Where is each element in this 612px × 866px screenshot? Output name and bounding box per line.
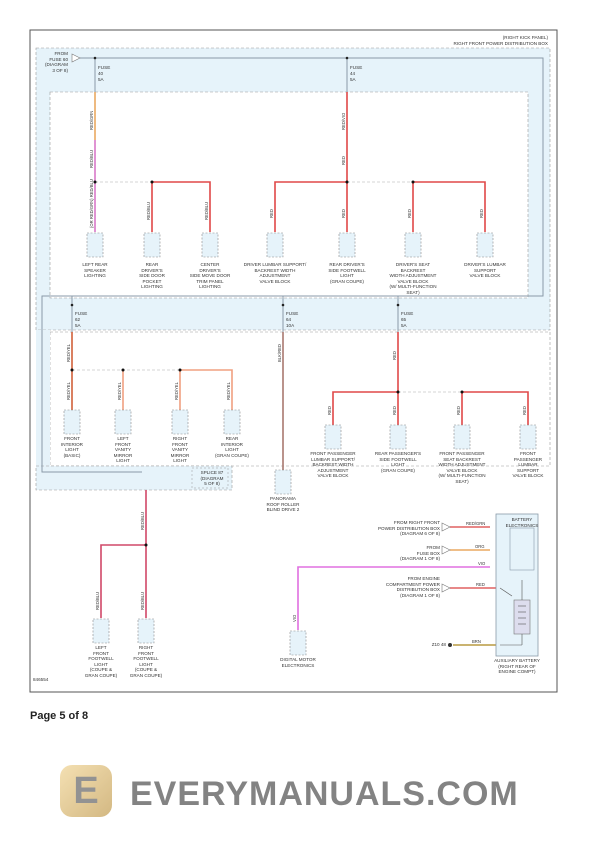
component-label: DRIVER'S SEAT BACKREST WIDTH ADJUSTMENT … [389,262,437,295]
wire-label: RED/BLU [140,592,145,610]
component-label: LEFT FRONT VANITY MIRROR LIGHT [113,436,133,464]
fuse-62-num: 62 [75,317,81,322]
wire-label: RED [456,406,461,415]
wire-label: RED/YEL [66,343,71,362]
page-number: Page 5 of 8 [30,710,89,722]
wire-label: RED [327,406,332,415]
inner-area-top [49,91,529,299]
fuse-64-num: 64 [286,317,292,322]
component-label: RIGHT FRONT VANITY MIRROR LIGHT [170,436,190,464]
wire-label: RED [392,406,397,415]
component-label: FRONT PASSENGER LUMBAR SUPPORT VALVE BLO… [512,451,544,479]
wire-label: RED/BLU [140,512,145,530]
wire-label: RED/BLU [204,202,209,220]
wires [71,92,529,646]
fuse-62-label: FUSE [75,311,87,316]
wire-label: RED/YEL [174,381,179,400]
connectors [63,232,537,656]
component-label: FRONT INTERIOR LIGHT (BASIC) [61,436,83,458]
ground-label: Z10 48 [431,642,446,647]
wire-label: RED [476,582,485,587]
splice87-label: SPLICE 87 (DIAGRAM 5 OF 8) [200,470,224,487]
component-label: FRONT PASSENGER LUMBAR SUPPORT/ BACKREST… [310,451,356,479]
fuse-40-num: 40 [98,71,104,76]
fuse-65-num: 65 [401,317,407,322]
source-label: FROM RIGHT FRONT POWER DISTRIBUTION BOX … [377,520,440,537]
wire-label: RED/BLU [146,202,151,220]
from-fuse-60: FROM FUSE 60 (DIAGRAM 3 OF 8) [45,51,68,73]
battery-cell-icon [513,599,531,635]
box-location: (RIGHT KICK PANEL) [502,35,548,40]
watermark-logo: E [60,765,112,817]
source-label: FROM FUSE BOX (DIAGRAM 1 OF 8) [400,545,440,562]
source-label: FROM ENGINE COMPARTMENT POWER DISTRIBUTI… [385,576,440,598]
aux-battery-label: AUXILIARY BATTERY (RIGHT REAR OF ENGINE … [494,658,540,675]
fuse-40-label: FUSE [98,65,110,70]
wire-label: RED [341,209,346,218]
component-label: REAR DRIVER'S SIDE FOOTWELL LIGHT (GRAN … [328,262,366,284]
component-label: LEFT REAR SPEAKER LIGHTING [82,262,108,279]
wire-label: RED/YEL [117,381,122,400]
splice87-box [191,467,229,489]
wire-label: RED [392,351,397,360]
component-label: REAR INTERIOR LIGHT (GRAN COUPE) [215,436,249,458]
component-label: PANORAMA ROOF ROLLER BLIND DRIVE 2 [266,496,300,513]
source-arrows [441,522,451,593]
wire-label: RED/GRN [466,521,485,526]
wire-label: RED/GRN [89,111,94,130]
fuse-nodes [70,56,400,307]
power-bus [41,57,544,473]
component-label: REAR PASSENGER'S SIDE FOOTWELL LIGHT (GR… [374,451,422,473]
component-label: REAR DRIVER'S SIDE DOOR POCKET LIGHTING [139,262,165,290]
splices [70,180,464,547]
wire-label: BLK/RED [277,344,282,362]
fuse-64-label: FUSE [286,311,298,316]
fuse-64-amp: 10A [286,323,295,328]
fuse-44-num: 44 [350,71,356,76]
wire-label: VIO [478,561,486,566]
component-label: DRIVER'S LUMBAR SUPPORT VALVE BLOCK [464,262,506,279]
box-name: RIGHT FRONT POWER DISTRIBUTION BOX [453,41,548,46]
wire-label: ORG [475,544,485,549]
fuse-44-label: FUSE [350,65,362,70]
wire-label: RED/BLU [95,592,100,610]
source-arrow [71,53,81,63]
switch-icon [499,587,513,597]
fuse-62-amp: 5A [75,323,82,328]
component-label: DRIVER LUMBAR SUPPORT/ BACKREST WIDTH AD… [243,262,307,284]
fuse-40-amp: 5A [98,77,105,82]
fuse-65-amp: 5A [401,323,408,328]
wire-label: BRN [472,639,481,644]
wire-label: RED/VIO [341,112,346,130]
component-label: CENTER DRIVER'S SIDE MOVE DOOR TRIM PANE… [189,262,231,290]
wire-label: RED/YEL [66,381,71,400]
wire-label: RED [341,156,346,165]
fuse-65-label: FUSE [401,311,413,316]
component-label: DIGITAL MOTOR ELECTRONICS [280,657,316,668]
wire-label: (OR RED/GRN) RED/BLU [89,179,94,228]
wire-label: RED [269,209,274,218]
wire-label: VIO [292,614,297,622]
ground-icon [448,643,452,647]
wire-label: RED/YEL [226,381,231,400]
component-label: LEFT FRONT FOOTWELL LIGHT (COUPE & GRAN … [84,645,118,678]
watermark: EVERYMANUALS.COM [130,775,519,813]
component-label: FRONT PASSENGER SEAT BACKREST WIDTH ADJU… [438,451,486,484]
figure-id: 846554 [33,677,49,682]
component-label: RIGHT FRONT FOOTWELL LIGHT (COUPE & GRAN… [129,645,163,678]
wire-label: RED [407,209,412,218]
wire-label: RED [522,406,527,415]
battery-electronics-label: BATTERY ELECTRONICS [505,517,539,528]
battery-electronics-module [509,527,535,571]
fuse-44-amp: 5A [350,77,357,82]
wire-label: RED/BLU [89,150,94,168]
wire-label: RED [479,209,484,218]
